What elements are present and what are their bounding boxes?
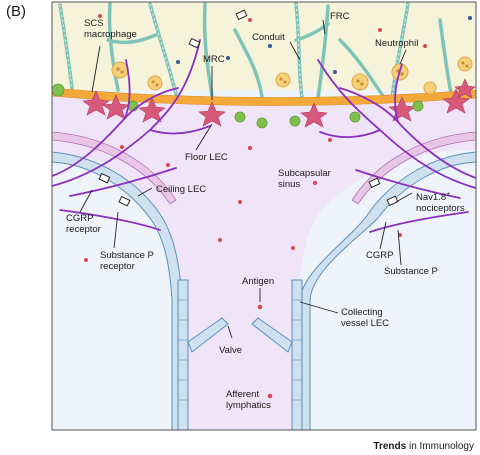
receptor-glyphs: [98, 9, 399, 207]
label-neutrophil: Neutrophil: [375, 38, 418, 49]
panel-label: (B): [6, 3, 26, 20]
figure-frame: [51, 1, 477, 431]
parenchyma-dots: [98, 14, 472, 74]
neutrophils: [111, 56, 473, 95]
label-cgrp: CGRP: [366, 250, 393, 261]
valve-right: [251, 317, 293, 353]
leader-lines: [79, 19, 413, 339]
label-nociceptors: Nav1.8+nociceptors: [416, 191, 465, 214]
nociceptor-nerves: [52, 39, 476, 233]
ceiling-lec-left: [52, 131, 183, 430]
label-mrc: MRC: [203, 54, 225, 65]
label-frc: FRC: [330, 11, 350, 22]
vessel-wall-right: [291, 279, 303, 430]
label-floor-lec: Floor LEC: [185, 152, 228, 163]
label-antigen: Antigen: [242, 276, 274, 287]
macrophages: [82, 78, 476, 128]
valve-left: [187, 317, 229, 353]
label-conduit: Conduit: [252, 32, 285, 43]
label-substance-p: Substance P: [384, 266, 438, 277]
label-valve: Valve: [219, 345, 242, 356]
antigen-dots: [84, 138, 402, 399]
vessel-wall-left: [177, 279, 189, 430]
green-cells: [52, 83, 424, 129]
label-ceiling-lec: Ceiling LEC: [156, 184, 206, 195]
journal-brand: Trends in Immunology: [373, 441, 474, 452]
